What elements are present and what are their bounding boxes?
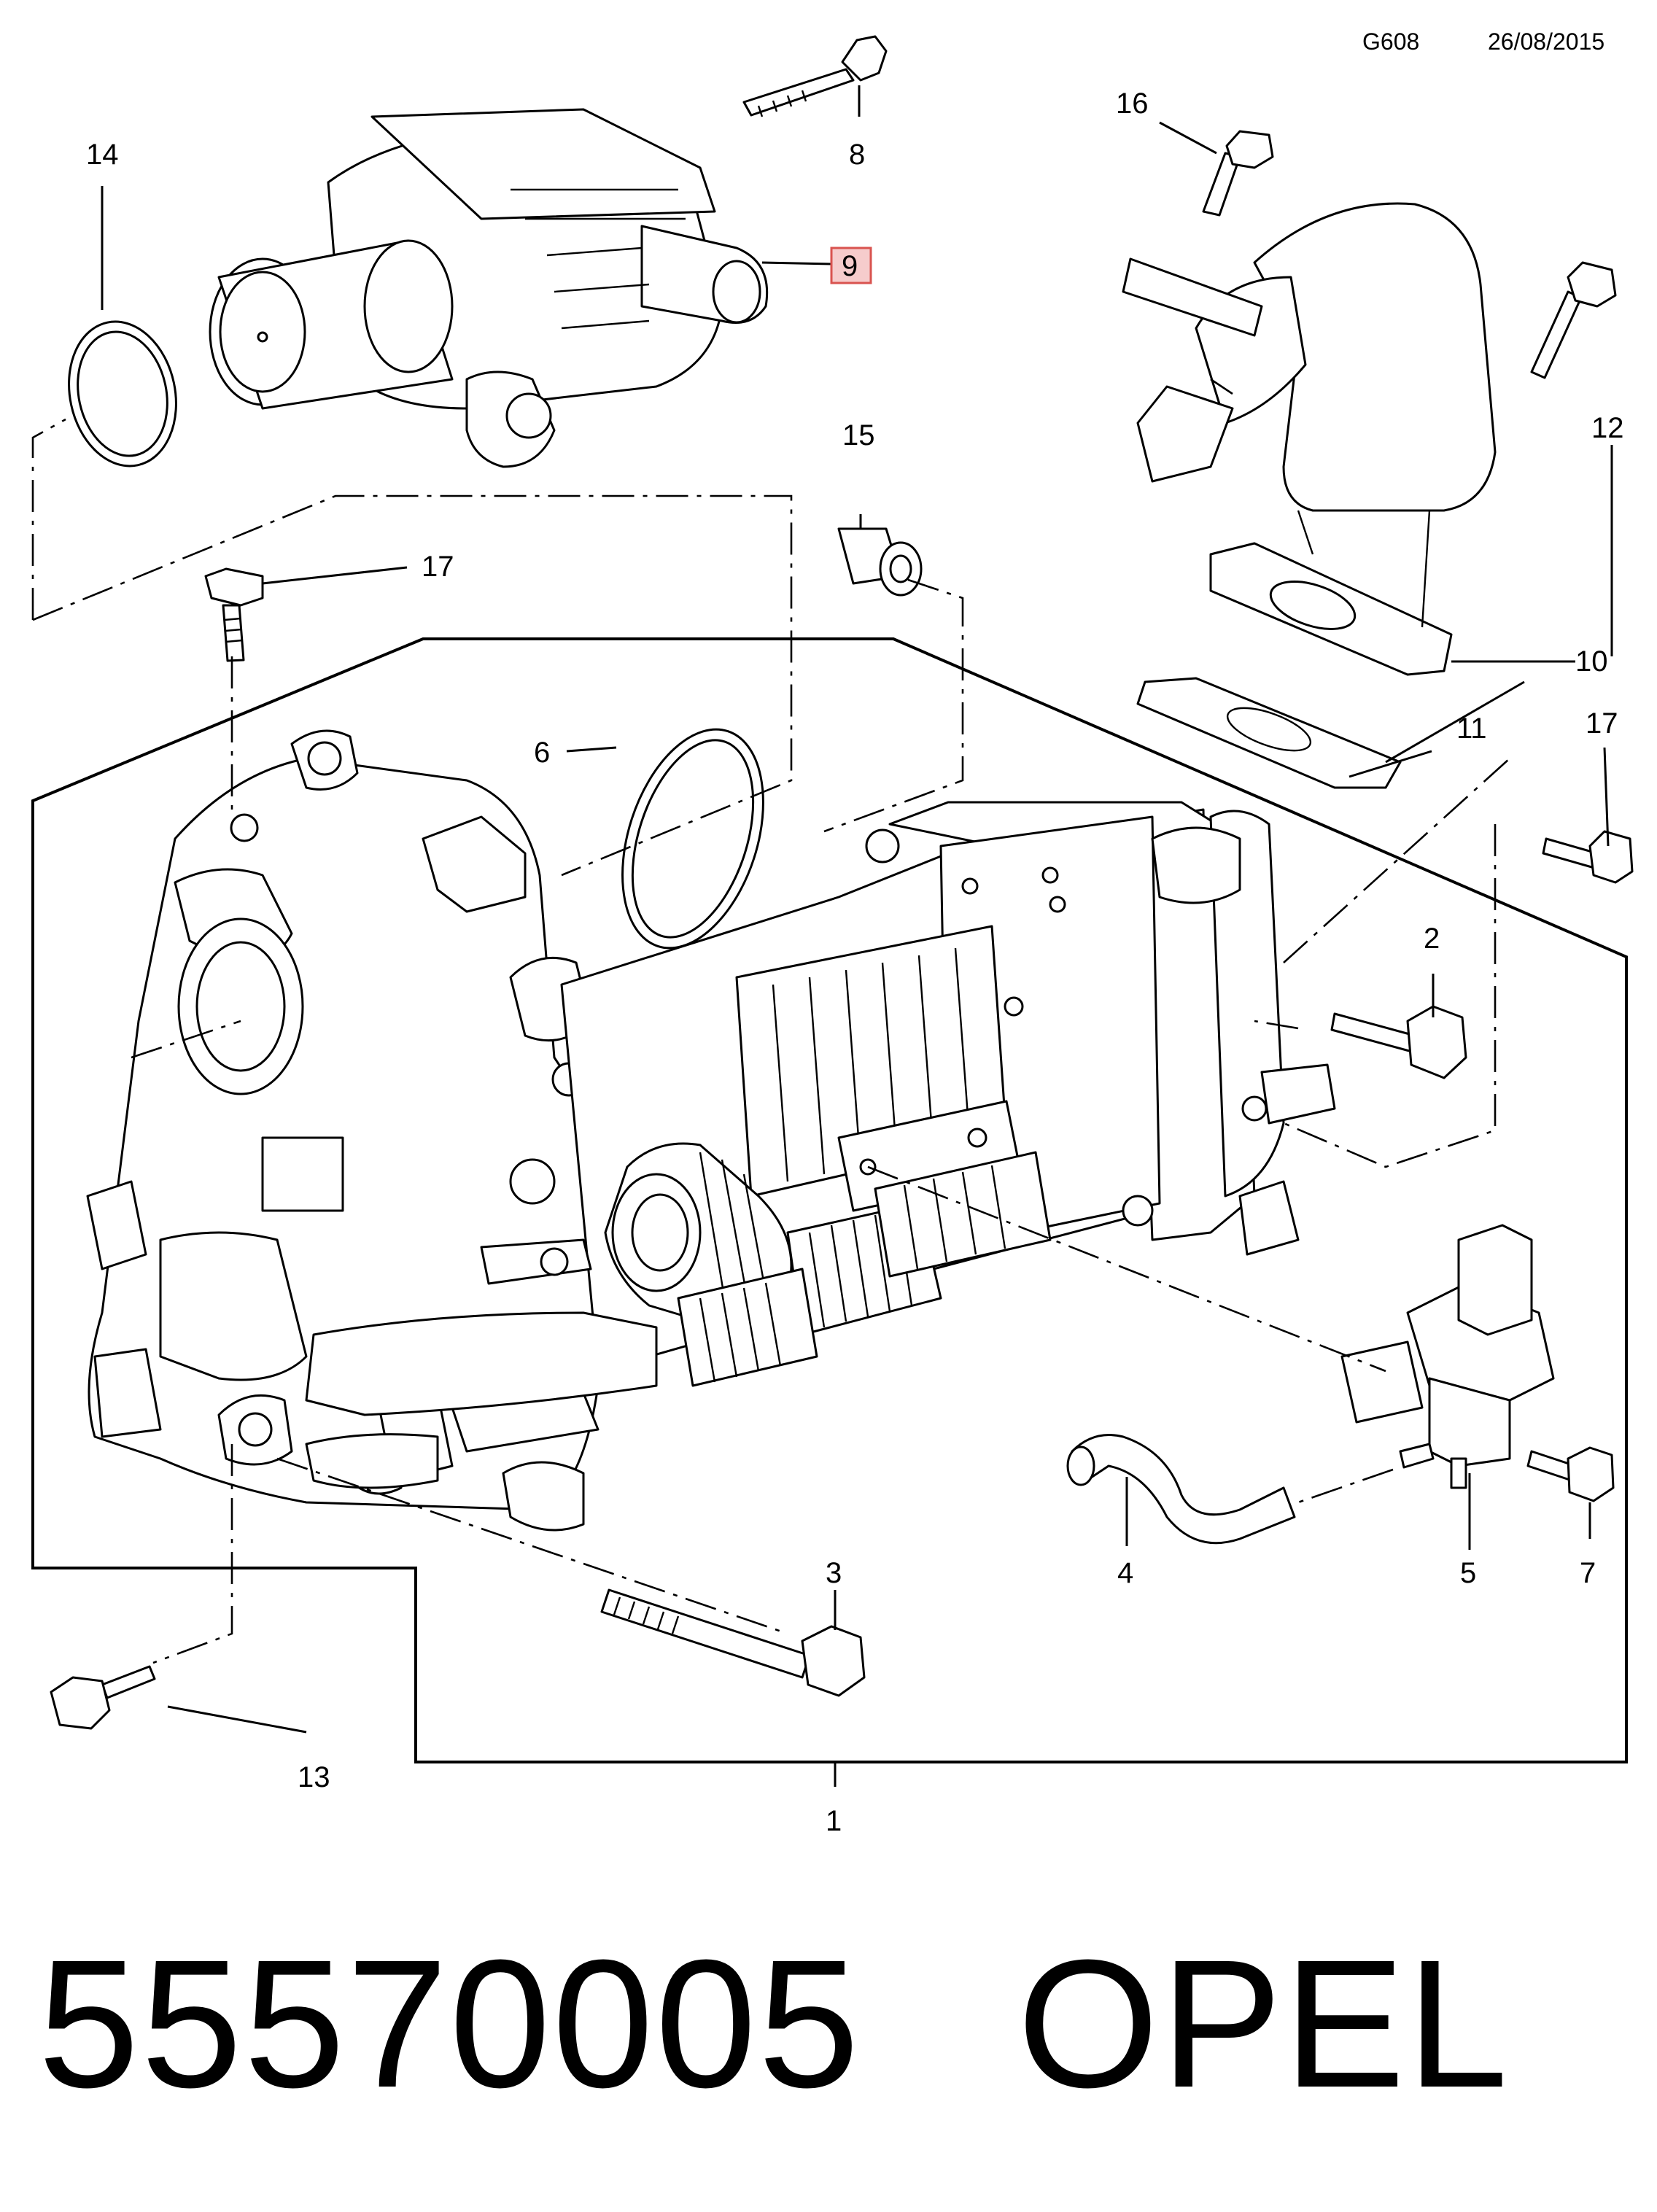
leader-lines <box>101 85 1613 1787</box>
callout-17-left[interactable]: 17 <box>422 551 454 583</box>
bolt-17-right <box>1542 830 1634 884</box>
phantom-lines <box>31 378 1510 1664</box>
callout-1[interactable]: 1 <box>826 1805 842 1837</box>
callout-6[interactable]: 6 <box>534 737 550 769</box>
bolt-16 <box>1202 130 1274 217</box>
stud-bolt-3 <box>600 1588 866 1697</box>
callout-17-right[interactable]: 17 <box>1586 707 1618 740</box>
bolt-7 <box>1526 1446 1615 1502</box>
callout-11[interactable]: 11 <box>1456 713 1487 745</box>
bellows-actuator <box>480 1142 1052 1387</box>
callout-14[interactable]: 14 <box>86 139 119 171</box>
egr-cooler-body <box>86 729 599 1532</box>
callout-13[interactable]: 13 <box>298 1761 330 1793</box>
bolt-17-left <box>204 567 264 662</box>
pipe-10 <box>1122 202 1497 676</box>
hose-4 <box>1071 1434 1296 1545</box>
bolt-12 <box>1530 261 1617 379</box>
callout-8[interactable]: 8 <box>849 139 865 171</box>
callout-7[interactable]: 7 <box>1580 1557 1596 1589</box>
gasket-6 <box>621 728 764 950</box>
lower-pipe <box>305 1311 658 1489</box>
bolt-2 <box>1330 1005 1467 1079</box>
callout-2[interactable]: 2 <box>1424 923 1440 955</box>
diagram-code: G608 <box>1362 28 1419 55</box>
callout-3[interactable]: 3 <box>826 1557 842 1589</box>
part-caption: 55570005 OPEL <box>38 1933 1510 2115</box>
callout-16[interactable]: 16 <box>1116 88 1149 120</box>
callout-5[interactable]: 5 <box>1460 1557 1476 1589</box>
callout-15[interactable]: 15 <box>842 419 875 451</box>
callout-9-highlight <box>830 247 872 284</box>
diagram-date: 26/08/2015 <box>1488 28 1604 55</box>
grommet-15 <box>837 527 923 597</box>
callout-10[interactable]: 10 <box>1575 645 1608 678</box>
callout-4[interactable]: 4 <box>1117 1557 1133 1589</box>
egr-valve <box>209 108 769 468</box>
sensor-5 <box>1340 1224 1555 1489</box>
gasket-11 <box>1136 677 1402 789</box>
bolt-8 <box>742 35 888 117</box>
bolt-13 <box>50 1665 156 1730</box>
brand-name: OPEL <box>1017 1922 1510 2125</box>
part-number: 55570005 <box>38 1922 861 2125</box>
callout-9[interactable]: 9 <box>842 250 858 282</box>
callout-12[interactable]: 12 <box>1591 412 1624 444</box>
assembly-frame <box>31 637 1628 1763</box>
